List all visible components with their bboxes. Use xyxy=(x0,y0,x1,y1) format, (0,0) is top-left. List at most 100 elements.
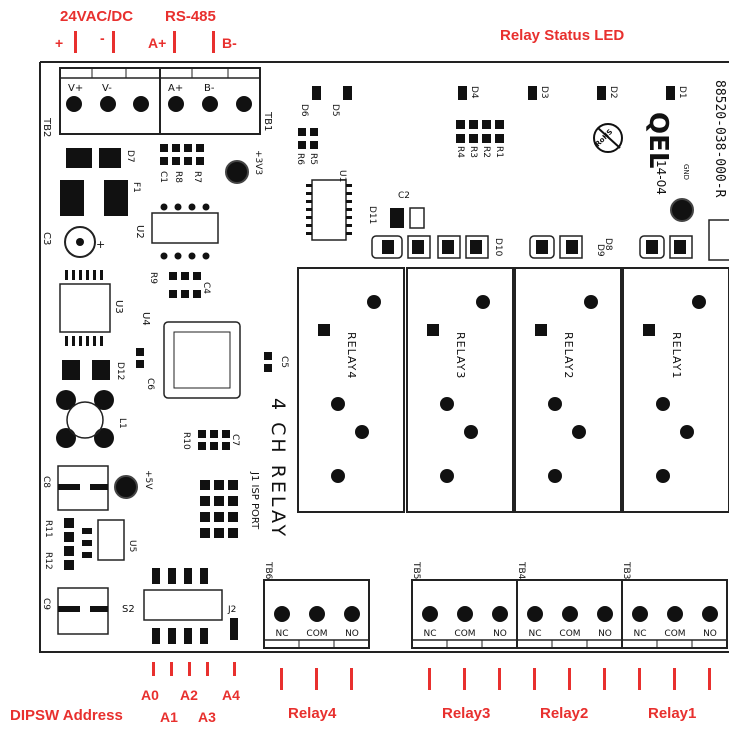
r3-label: R3 xyxy=(468,146,478,158)
resistor-array-top xyxy=(456,120,504,143)
date-code: 14-04 xyxy=(654,160,668,195)
r10-label: R10 xyxy=(181,432,191,450)
f1-label: F1 xyxy=(131,182,141,193)
led-d6-label: D6 xyxy=(299,104,309,117)
relay-driver-pads xyxy=(371,235,693,259)
r5-label: R5 xyxy=(308,153,318,165)
l1-label: L1 xyxy=(117,418,127,429)
led-d1-label: D1 xyxy=(677,86,687,99)
terminal-screw xyxy=(492,606,508,622)
tb-tb6-label: TB6 xyxy=(263,561,273,580)
u4-microcontroller xyxy=(163,321,241,399)
r6-r5-pads xyxy=(298,128,318,149)
led-d4-label: D4 xyxy=(469,86,479,99)
relay-pin xyxy=(367,295,381,309)
tb1-pin-a: A+ xyxy=(168,83,183,94)
terminal-screw xyxy=(422,606,438,622)
tb2-label: TB2 xyxy=(41,117,52,137)
tb-tb4-label: TB4 xyxy=(516,561,526,580)
r9-c4-pads xyxy=(169,272,201,298)
dipsw-a4-label: A4 xyxy=(222,687,240,703)
v5-label: +5V xyxy=(143,470,153,490)
brand-logo: QEL xyxy=(643,112,673,168)
r10-c7-pads xyxy=(198,430,230,450)
r12-label: R12 xyxy=(43,552,53,570)
c8-label: C8 xyxy=(41,476,51,488)
relay-pin xyxy=(584,295,598,309)
terminal-housing xyxy=(263,579,370,649)
relay-pin xyxy=(440,469,454,483)
d12-label: D12 xyxy=(115,362,125,380)
rohs-mark xyxy=(593,123,623,153)
l1-inductor xyxy=(56,390,114,448)
s2-label: S2 xyxy=(122,604,135,615)
c2-label: C2 xyxy=(398,191,410,201)
u3-label: U3 xyxy=(113,300,124,314)
r11-r12-pads xyxy=(64,518,74,570)
terminal-pin-no: NO xyxy=(345,629,359,639)
part-number: 88520-038-000-R xyxy=(712,80,727,198)
board-outline xyxy=(39,61,729,653)
relay-pin xyxy=(656,397,670,411)
power-label: 24VAC/DC xyxy=(60,8,133,25)
terminal-pin-com: COM xyxy=(559,629,580,639)
power-plus-label: + xyxy=(55,35,63,51)
rs485-a-label: A+ xyxy=(148,35,166,51)
dipsw-a3-label: A3 xyxy=(198,709,216,725)
terminal-pin-nc: NC xyxy=(528,629,541,639)
c2-pads xyxy=(390,207,425,229)
r1-label: R1 xyxy=(494,146,504,158)
relay-coil-pad xyxy=(535,324,547,336)
c5-label: C5 xyxy=(279,356,289,368)
relay-pin xyxy=(692,295,706,309)
power-minus-label: - xyxy=(100,30,105,46)
terminal-pin-nc: NC xyxy=(633,629,646,639)
rs485-a-marker xyxy=(173,31,176,53)
relay-coil-pad xyxy=(318,324,330,336)
relay-pin xyxy=(680,425,694,439)
relay-pin xyxy=(656,469,670,483)
relay-4-label: RELAY4 xyxy=(345,332,358,379)
tb2-terminal: V+ V- xyxy=(59,67,161,135)
relay3-label: Relay3 xyxy=(442,705,490,722)
dipsw-a1-label: A1 xyxy=(160,709,178,725)
u2-label: U2 xyxy=(134,225,145,239)
r4-label: R4 xyxy=(455,146,465,158)
gnd-testpoint xyxy=(670,198,694,222)
d11-label: D11 xyxy=(367,206,377,224)
terminal-screw xyxy=(667,606,683,622)
relay4-label: Relay4 xyxy=(288,705,337,722)
terminal-pin-nc: NC xyxy=(423,629,436,639)
terminal-screw xyxy=(597,606,613,622)
terminal-screw xyxy=(702,606,718,622)
relay-2: RELAY2 xyxy=(514,267,622,513)
relay-3: RELAY3 xyxy=(406,267,514,513)
c7-label: C7 xyxy=(230,434,240,446)
tb2-pin-vminus: V- xyxy=(102,83,112,94)
terminal-pin-com: COM xyxy=(454,629,475,639)
d7-label: D7 xyxy=(125,150,135,163)
tb1-label: TB1 xyxy=(262,111,273,131)
j1-label: J1 ISP PORT xyxy=(249,471,260,530)
c1-r8-r7-pads xyxy=(160,144,204,165)
c3-label: C3 xyxy=(41,232,52,245)
terminal-pin-no: NO xyxy=(493,629,507,639)
c6-pads xyxy=(136,348,144,368)
terminal-screw xyxy=(562,606,578,622)
terminal-screw xyxy=(632,606,648,622)
terminal-screw xyxy=(274,606,290,622)
c5-pads xyxy=(264,352,272,372)
r7-label: R7 xyxy=(192,171,202,183)
relay-coil-pad xyxy=(643,324,655,336)
rs485-b-label: B- xyxy=(222,35,237,51)
terminal-pin-com: COM xyxy=(664,629,685,639)
dipsw-markers xyxy=(152,662,236,676)
relay-body xyxy=(514,267,622,513)
c6-label: C6 xyxy=(145,378,155,390)
